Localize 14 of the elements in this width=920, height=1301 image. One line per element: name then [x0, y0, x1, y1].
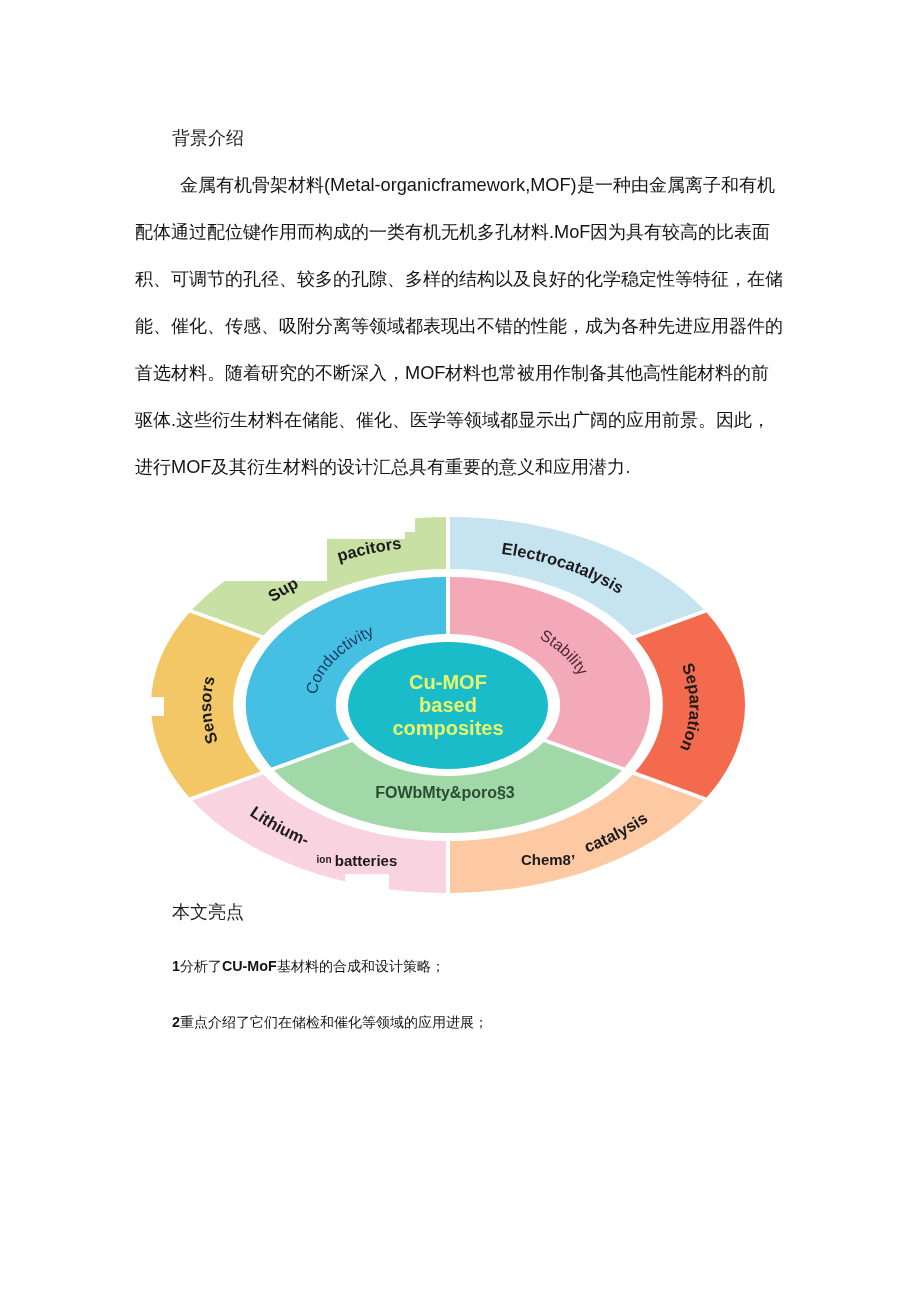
segment-label: ion: [316, 854, 332, 865]
highlight-item: 1分析了CU-MoF基材料的合成和设计策略；: [172, 957, 445, 976]
segment-label: batteries: [334, 852, 398, 869]
section-heading: 背景介绍: [172, 127, 244, 150]
section-heading: 本文亮点: [172, 901, 244, 924]
segment-label: Chem8’: [520, 851, 576, 868]
segment-label: pacitors: [334, 533, 403, 565]
body-paragraph: 金属有机骨架材料(Metal-organicframework,MOF)是一种由金属离子和有机配体通过配位键作用而构成的一类有机无机多孔材料.MoF因为具有较高的比表面积、可调节的孔径、较多的孔隙、多样的结构以及良好的化学稳定性等特征，在储能、催化、传感、吸附分离等领域都表现出不错的性能，成为各种先进应用器件的首选材料。随着研究的不断深入，MOF材料也常被用作制备其他高性能材料的前驱体.这些衍生材料在储能、催化、医学等领域都显示出广阔的应用前景。因此，进行MOF及其衍生材料的设计汇总具有重要的意义和应用潜力.: [135, 174, 784, 479]
segment-label: FOWbMty&poro§3: [375, 784, 515, 801]
outer-ring-segment: [150, 612, 261, 798]
outer-ring-segment: [635, 612, 746, 798]
segment-label: Sup: [264, 573, 301, 605]
highlight-item: 2重点介绍了它们在储检和催化等领域的应用进展；: [172, 1013, 488, 1032]
center-label: Cu-MOF based composites: [391, 670, 505, 740]
